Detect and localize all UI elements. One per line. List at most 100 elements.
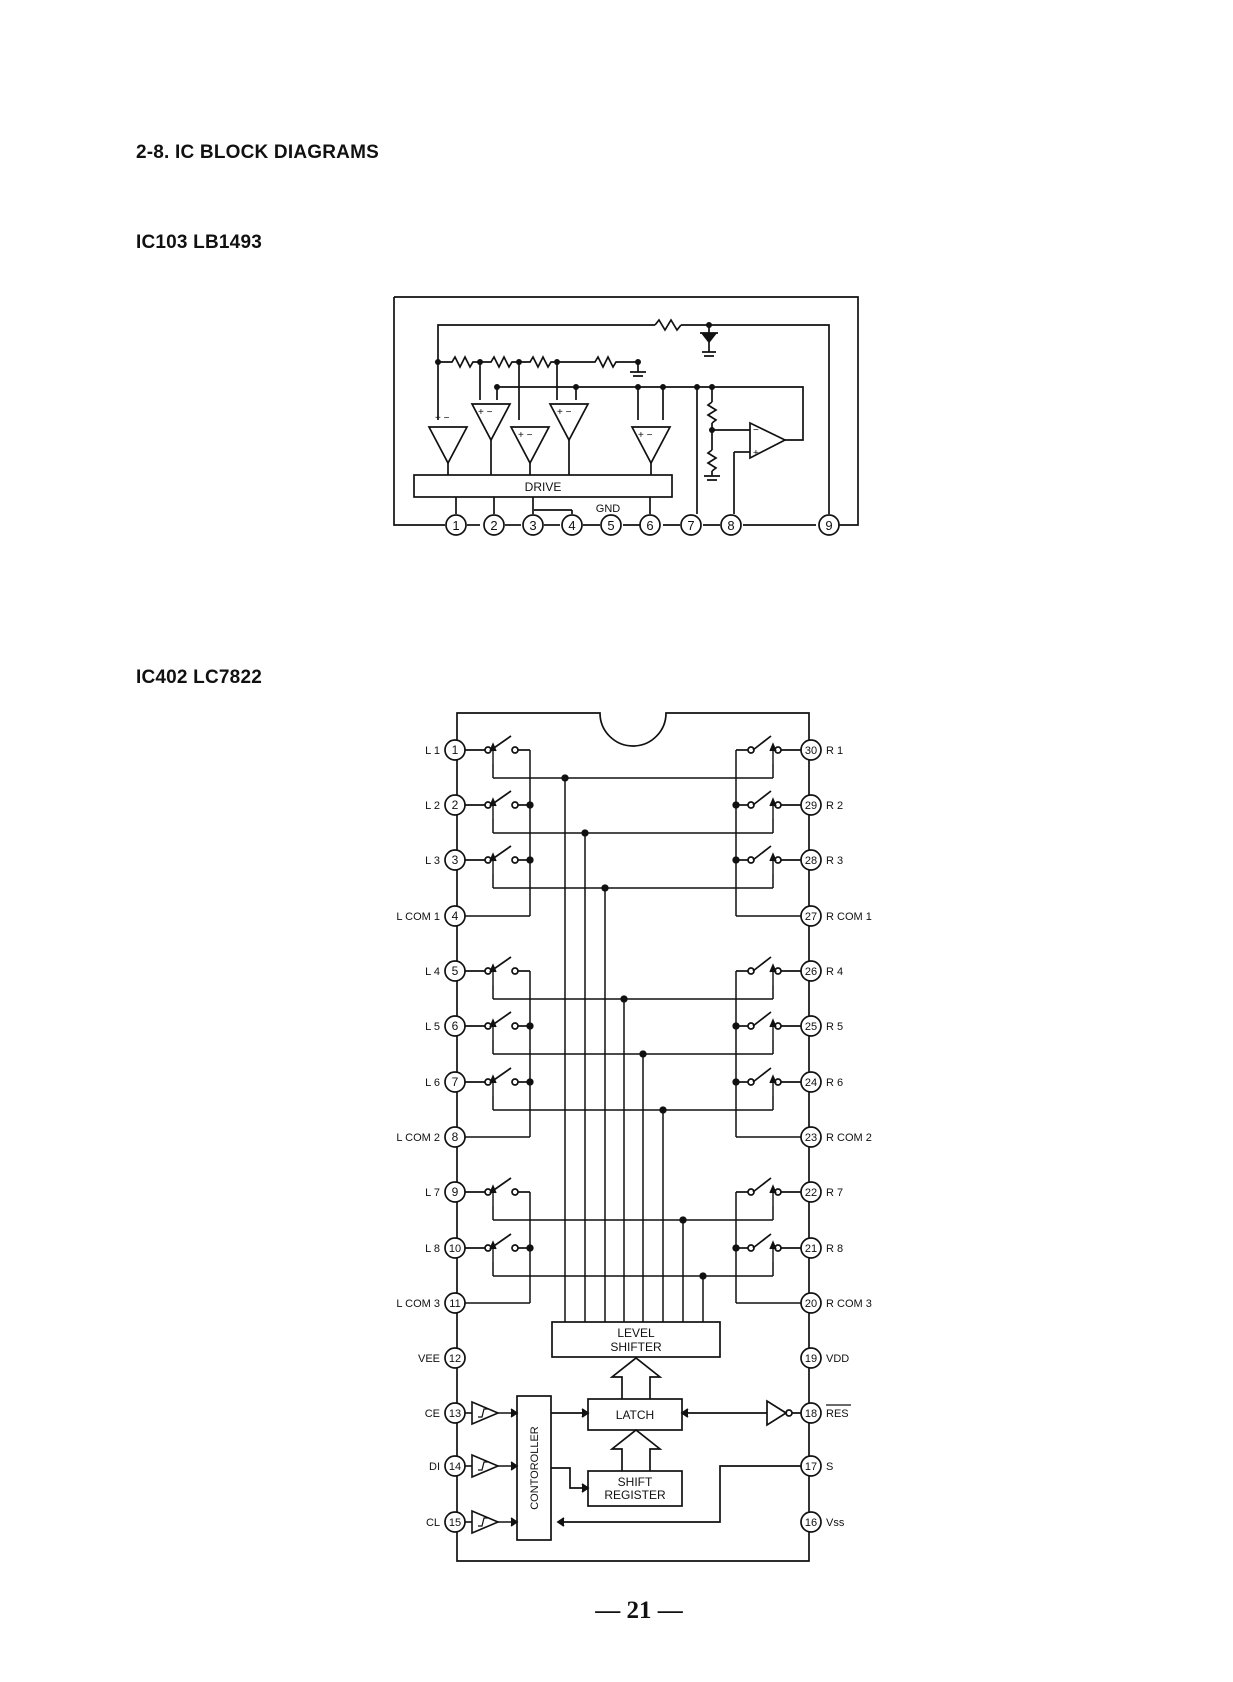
- pin-number: 19: [805, 1353, 817, 1365]
- ic402-pin: 25 R 5: [800, 1015, 843, 1037]
- pin-circle: [444, 1237, 466, 1259]
- opamp-sign: −: [753, 425, 759, 436]
- pin-number: 7: [687, 518, 694, 533]
- pin-name: R 4: [826, 966, 843, 978]
- pin-circle: [800, 1402, 822, 1424]
- pin-name: R COM 2: [826, 1132, 872, 1144]
- pin-circle: [444, 794, 466, 816]
- junction-dot: [732, 1022, 740, 1030]
- junction-dot: [732, 801, 740, 809]
- ic402-pin: 6L 5: [425, 1015, 466, 1037]
- ic402-pin: 10L 8: [425, 1237, 466, 1259]
- pin-name: L COM 2: [396, 1132, 440, 1144]
- ic103-pin: 7: [680, 514, 702, 536]
- pin-number: 2: [452, 798, 459, 812]
- pin-number: 29: [805, 800, 817, 812]
- ic402-pin: 20 R COM 3: [800, 1292, 872, 1314]
- analog-switch: [736, 1011, 801, 1040]
- analog-switch: [736, 1177, 801, 1206]
- pin-name: L 6: [425, 1077, 440, 1089]
- ic402-pin: 5L 4: [425, 960, 466, 982]
- ic402-pin: 7 L 6: [425, 1071, 466, 1093]
- pin-number: 25: [805, 1021, 817, 1033]
- analog-switch: [465, 1011, 530, 1040]
- register-to-latch-arrow: [609, 1428, 663, 1471]
- pin-circle: [444, 1402, 466, 1424]
- analog-switch: [736, 1233, 801, 1262]
- pin-circle: [800, 849, 822, 871]
- pin-circle: [444, 1015, 466, 1037]
- pin-circle: [561, 514, 583, 536]
- ic103-frame: [393, 296, 859, 526]
- pin-circle: [800, 739, 822, 761]
- pin-number: 2: [490, 518, 497, 533]
- ic402-title: IC402 LC7822: [136, 667, 262, 688]
- pin-number: 3: [452, 853, 459, 867]
- ic103-pin: 3: [522, 514, 544, 536]
- pin-number: 8: [452, 1130, 459, 1144]
- opamp-sign: + −: [435, 413, 450, 424]
- pin-name: Vss: [826, 1517, 845, 1529]
- ic103-pin: 9: [818, 514, 840, 536]
- pin-name: R COM 3: [826, 1298, 872, 1310]
- pin-circle: [444, 1181, 466, 1203]
- section-title: 2-8. IC BLOCK DIAGRAMS: [136, 142, 379, 163]
- analog-switch: [736, 956, 801, 985]
- pin-number: 13: [449, 1408, 461, 1420]
- schmitt-input-buffer: [465, 1453, 519, 1479]
- pin-number: 22: [805, 1187, 817, 1199]
- pin-name: R 6: [826, 1077, 843, 1089]
- pin-circle: [444, 1347, 466, 1369]
- pin-number: 9: [825, 518, 832, 533]
- pin-name: L 8: [425, 1243, 440, 1255]
- junction-dot: [732, 1078, 740, 1086]
- pin-name: R 2: [826, 800, 843, 812]
- latch-block: [587, 1398, 683, 1431]
- pin-circle: [444, 1292, 466, 1314]
- ic103-pin: 5: [600, 514, 622, 536]
- analog-switch: [465, 956, 530, 985]
- junction-dot: [581, 829, 589, 837]
- opamp-sign: + −: [478, 407, 493, 418]
- pin-name: R 5: [826, 1021, 843, 1033]
- pin-circle: [818, 514, 840, 536]
- pin-number: 7: [452, 1075, 459, 1089]
- analog-switch: [465, 790, 530, 819]
- pin-number: 3: [529, 518, 536, 533]
- latch-label: LATCH: [616, 1408, 654, 1422]
- level-shifter-label: SHIFTER: [610, 1340, 662, 1354]
- pin-number: 30: [805, 745, 817, 757]
- pin-name: DI: [429, 1461, 440, 1473]
- latch-to-shifter-arrow: [609, 1356, 663, 1399]
- ic402-pin: 29 R 2: [800, 794, 843, 816]
- analog-switch: [465, 1067, 530, 1096]
- pin-name: R 1: [826, 745, 843, 757]
- ic402-block-diagram: [456, 712, 810, 1562]
- pin-circle: [639, 514, 661, 536]
- ic103-block-diagram: [393, 296, 859, 526]
- controller-label: CONTOROLLER: [529, 1426, 541, 1510]
- pin-number: 18: [805, 1408, 817, 1420]
- drive-label: DRIVE: [525, 480, 562, 494]
- pin-number: 17: [805, 1461, 817, 1473]
- opamp-sign: +: [753, 448, 759, 459]
- pin-number: 11: [449, 1298, 460, 1310]
- pin-number: 14: [449, 1461, 461, 1473]
- junction-dot: [699, 1272, 707, 1280]
- junction-dot: [526, 1078, 534, 1086]
- junction-dot: [679, 1216, 687, 1224]
- pin-name: VEE: [418, 1353, 440, 1365]
- opamp-sign: + −: [638, 430, 653, 441]
- junction-dot: [601, 884, 609, 892]
- pin-number: 5: [607, 518, 614, 533]
- pin-number: 20: [805, 1298, 817, 1310]
